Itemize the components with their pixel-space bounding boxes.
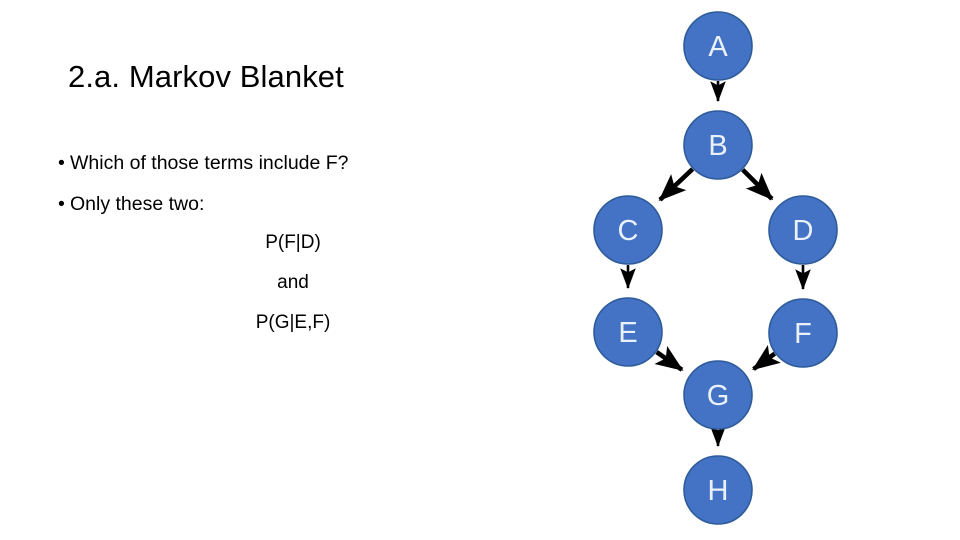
node-circle-d[interactable] — [768, 195, 838, 265]
graph-node-a[interactable]: A — [683, 11, 753, 81]
graph-node-e[interactable]: E — [593, 297, 663, 367]
bullet-item-1: •Which of those terms include F? — [58, 152, 349, 175]
node-label-a: A — [708, 31, 728, 63]
node-circle-b[interactable] — [683, 110, 753, 180]
edge-b-to-c — [658, 167, 695, 202]
edge-b-to-d — [741, 168, 774, 201]
bullet-marker-icon: • — [58, 152, 65, 174]
edge-f-to-g — [752, 344, 781, 371]
node-layer: A B C D E F G H — [593, 11, 838, 525]
node-circle-e[interactable] — [593, 297, 663, 367]
node-label-g: G — [707, 380, 730, 412]
formula-line-2: P(G|E,F) — [255, 312, 331, 333]
bullet-item-1-label: Which of those terms include F? — [70, 152, 349, 174]
node-circle-a[interactable] — [683, 11, 753, 81]
text-column: 2.a. Markov Blanket •Which of those term… — [58, 59, 349, 333]
graph-node-c[interactable]: C — [593, 195, 663, 265]
node-label-f: F — [794, 318, 812, 350]
node-circle-c[interactable] — [593, 195, 663, 265]
node-circle-f[interactable] — [768, 298, 838, 368]
node-label-d: D — [793, 215, 814, 247]
node-label-e: E — [618, 317, 637, 349]
bullet-item-2-label: Only these two: — [70, 193, 205, 215]
formula-line-1: P(F|D) — [265, 232, 321, 253]
node-label-b: B — [708, 130, 727, 162]
graph-node-h[interactable]: H — [683, 455, 753, 525]
node-circle-h[interactable] — [683, 455, 753, 525]
formula-conjunction: and — [277, 272, 309, 293]
edge-e-to-g — [654, 345, 684, 372]
graph-node-f[interactable]: F — [768, 298, 838, 368]
page-title: 2.a. Markov Blanket — [68, 59, 344, 94]
graph-node-b[interactable]: B — [683, 110, 753, 180]
edge-layer — [620, 81, 811, 448]
graph-node-g[interactable]: G — [683, 360, 753, 430]
node-label-c: C — [618, 215, 639, 247]
node-label-h: H — [708, 475, 729, 507]
node-circle-g[interactable] — [683, 360, 753, 430]
bullet-item-2: •Only these two: — [58, 193, 204, 216]
graph-node-d[interactable]: D — [768, 195, 838, 265]
bullet-marker-icon: • — [58, 193, 65, 215]
